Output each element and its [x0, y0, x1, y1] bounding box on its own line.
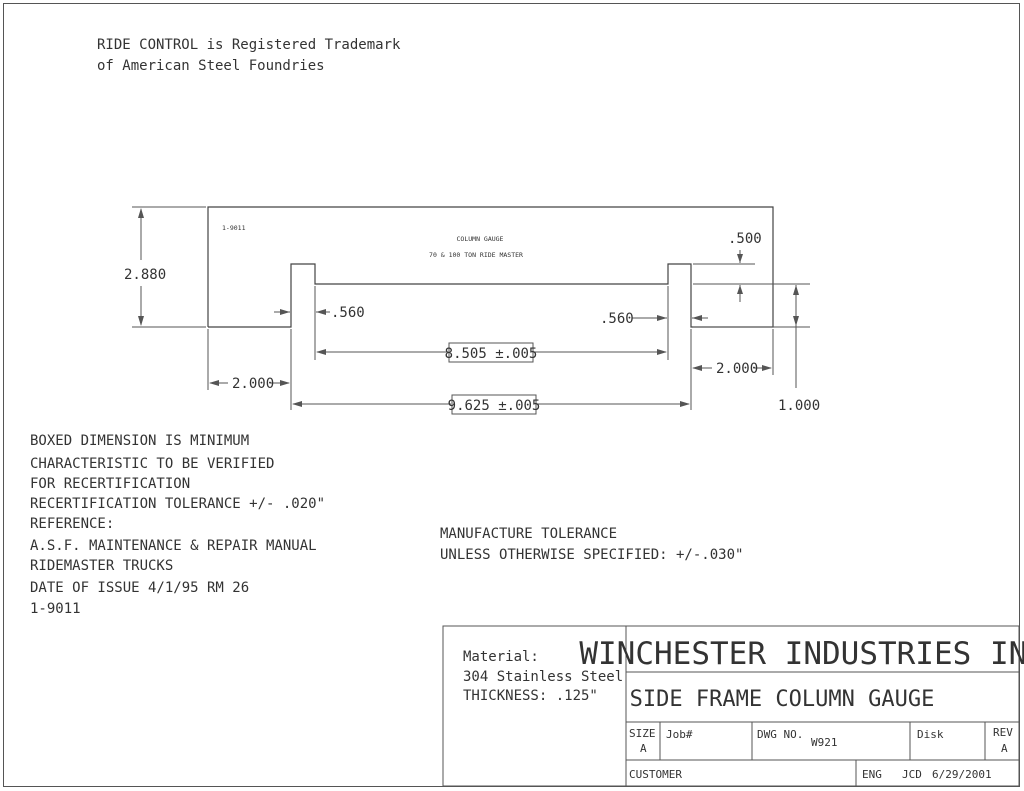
note-line: DATE OF ISSUE 4/1/95 RM 26: [30, 580, 249, 596]
dimension-tab-width-right: [632, 315, 708, 321]
dimension-notch-depth: [693, 250, 810, 302]
dimension-label-offset-right: 2.000: [716, 361, 758, 377]
job-label: Job#: [666, 728, 693, 741]
trademark-line-1: RIDE CONTROL is Registered Trademark: [97, 37, 401, 53]
rev-label: REV: [993, 726, 1013, 739]
note-line: 1-9011: [30, 601, 81, 617]
dimension-label-outer-span: 9.625 ±.005: [448, 398, 541, 414]
disk-label: Disk: [917, 728, 944, 741]
material-value: 304 Stainless Steel: [463, 669, 623, 685]
dimension-tab-height: [693, 285, 810, 388]
dimension-outer-span: [290, 329, 692, 415]
dimension-height-overall: [132, 206, 206, 328]
note-line: RECERTIFICATION TOLERANCE +/- .020": [30, 496, 325, 512]
rev-value: A: [1001, 742, 1008, 755]
gauge-title: COLUMN GAUGE: [457, 235, 504, 243]
dimension-label-inner-span: 8.505 ±.005: [445, 346, 538, 362]
dimension-label-height-overall: 2.880: [124, 267, 166, 283]
material-label: Material:: [463, 649, 539, 665]
dwg-number-value: W921: [811, 736, 838, 749]
dimension-label-notch-depth: .500: [728, 231, 762, 247]
dimension-label-tab-width-right: .560: [600, 311, 634, 327]
note-line: RIDEMASTER TRUCKS: [30, 558, 173, 574]
engineer-label: ENG: [862, 768, 882, 781]
note-line: FOR RECERTIFICATION: [30, 476, 190, 492]
note-line: CHARACTERISTIC TO BE VERIFIED: [30, 456, 274, 472]
dimension-offset-right: [692, 329, 774, 375]
engineer-value: JCD: [902, 768, 922, 781]
notes-center: MANUFACTURE TOLERANCE UNLESS OTHERWISE S…: [440, 526, 743, 563]
size-value: A: [640, 742, 647, 755]
dimension-label-tab-height: 1.000: [778, 398, 820, 414]
notes-left: BOXED DIMENSION IS MINIMUM CHARACTERISTI…: [30, 433, 325, 617]
note-line: BOXED DIMENSION IS MINIMUM: [30, 433, 249, 449]
note-line: A.S.F. MAINTENANCE & REPAIR MANUAL: [30, 538, 317, 554]
gauge-outline: [207, 206, 774, 328]
gauge-subtitle: 70 & 100 TON RIDE MASTER: [429, 251, 523, 259]
note-line: UNLESS OTHERWISE SPECIFIED: +/-.030": [440, 547, 743, 563]
dimension-label-tab-width-left: .560: [331, 305, 365, 321]
note-line: MANUFACTURE TOLERANCE: [440, 526, 617, 542]
dimension-label-offset-left: 2.000: [232, 376, 274, 392]
company-name: WINCHESTER INDUSTRIES INC.: [579, 636, 1024, 672]
note-line: REFERENCE:: [30, 516, 114, 532]
dimension-inner-span: [314, 286, 669, 363]
dwg-number-label: DWG NO.: [757, 728, 803, 741]
drawing-date: 6/29/2001: [932, 768, 992, 781]
thickness-value: THICKNESS: .125": [463, 688, 598, 704]
title-block: [442, 625, 1020, 787]
drawing-title: SIDE FRAME COLUMN GAUGE: [630, 687, 935, 712]
trademark-line-2: of American Steel Foundries: [97, 58, 325, 74]
customer-label: CUSTOMER: [629, 768, 682, 781]
size-label: SIZE: [629, 727, 656, 740]
dimension-tab-width-left: [274, 309, 330, 315]
dimension-offset-left: [207, 329, 290, 390]
gauge-part-number: 1-9011: [222, 224, 246, 232]
